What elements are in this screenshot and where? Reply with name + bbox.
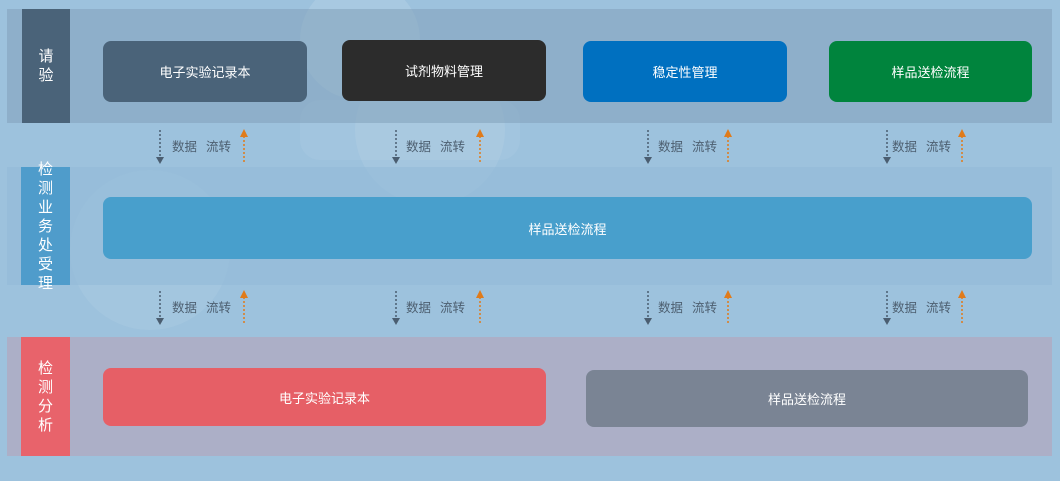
analysis-row-label: 检测分析 [21,337,70,456]
processing-sample-submission-box[interactable]: 样品送检流程 [103,197,1032,259]
sample-submission-box-label: 样品送检流程 [891,65,970,80]
flow-arrows-icon [156,290,248,325]
flow-item: 数据 流转 [386,287,506,327]
flow-item: 数据 流转 [877,126,997,166]
stability-box-label: 稳定性管理 [652,65,718,80]
reagent-material-box-label: 试剂物料管理 [404,64,483,79]
reagent-material-box[interactable]: 试剂物料管理 [342,40,546,101]
processing-box-label: 样品送检流程 [528,221,607,237]
flow-item: 数据 流转 [386,126,506,166]
flow-label-transfer: 流转 [440,140,466,154]
flow-label-transfer: 流转 [440,301,466,315]
upper-flow-row: 数据 流转 数据 流转 数据 流转 数据 流转 [0,126,1060,166]
flow-item: 数据 流转 [150,287,270,327]
flow-label-data: 数据 [658,140,684,154]
eln-box[interactable]: 电子实验记录本 [103,41,307,102]
eln-box-label: 电子实验记录本 [159,65,251,80]
flow-arrows-icon [156,129,248,164]
flow-arrows-icon [644,290,732,325]
stability-box[interactable]: 稳定性管理 [583,41,787,102]
flow-item: 数据 流转 [638,126,758,166]
analysis-eln-box-label: 电子实验记录本 [278,390,370,406]
analysis-row: 检测分析 电子实验记录本 样品送检流程 [7,337,1052,456]
request-row: 请验 电子实验记录本 试剂物料管理 稳定性管理 样品送检流程 [7,9,1052,123]
flow-label-data: 数据 [658,301,684,315]
flow-item: 数据 流转 [638,287,758,327]
flow-label-data: 数据 [172,301,198,315]
flow-item: 数据 流转 [877,287,997,327]
flow-label-data: 数据 [892,301,918,315]
flow-label-data: 数据 [892,140,918,154]
flow-arrows-icon [392,290,484,325]
lower-flow-row: 数据 流转 数据 流转 数据 流转 数据 流转 [0,287,1060,327]
sample-submission-box[interactable]: 样品送检流程 [829,41,1032,102]
flow-item: 数据 流转 [150,126,270,166]
flow-arrows-icon [644,129,732,164]
flow-label-transfer: 流转 [692,140,718,154]
flow-label-transfer: 流转 [926,301,952,315]
flow-label-transfer: 流转 [692,301,718,315]
request-row-label: 请验 [22,9,70,123]
flow-label-transfer: 流转 [206,301,232,315]
flow-arrows-icon [392,129,484,164]
analysis-eln-box[interactable]: 电子实验记录本 [103,368,546,426]
flow-label-data: 数据 [406,301,432,315]
processing-row: 检测业务处受理 样品送检流程 [7,161,1052,292]
flow-label-transfer: 流转 [206,140,232,154]
flow-label-transfer: 流转 [926,140,952,154]
analysis-sample-box-label: 样品送检流程 [767,392,846,407]
flow-label-data: 数据 [172,140,198,154]
flow-arrows-icon [883,129,966,164]
processing-row-label: 检测业务处受理 [21,161,70,292]
flow-arrows-icon [883,290,966,325]
flow-label-data: 数据 [406,140,432,154]
analysis-sample-submission-box[interactable]: 样品送检流程 [586,370,1028,427]
